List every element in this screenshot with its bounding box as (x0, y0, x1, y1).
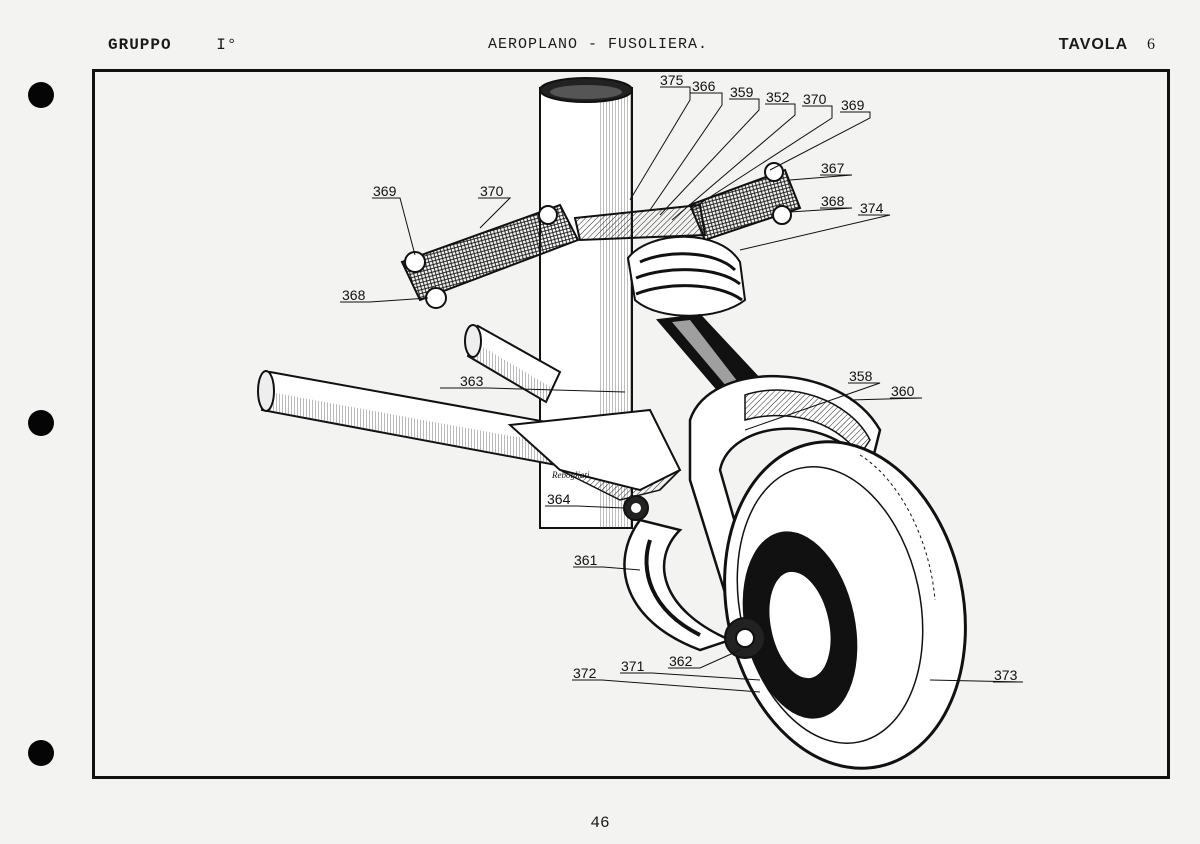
callout-361: 361 (574, 552, 598, 568)
callout-368-left: 368 (342, 287, 366, 303)
binder-hole-middle (28, 410, 54, 436)
callout-352: 352 (766, 89, 790, 105)
callout-373: 373 (994, 667, 1018, 683)
pivot-yoke (573, 203, 707, 242)
binder-hole-top (28, 82, 54, 108)
rocker-arm-left (400, 203, 580, 309)
plate-number: 6 (1147, 36, 1156, 53)
group-label-text: GRUPPO (108, 36, 172, 54)
bracket-shadow (559, 469, 681, 501)
artist-signature: Rebogliati (551, 470, 590, 480)
group-number: I° (216, 36, 238, 54)
callout-360: 360 (891, 383, 915, 399)
callout-366: 366 (692, 78, 716, 94)
callout-371: 371 (621, 658, 645, 674)
page-number: 46 (590, 814, 610, 832)
callout-369-left: 369 (373, 183, 397, 199)
callout-labels: 375 366 359 352 370 369 367 368 374 369 … (342, 72, 1018, 683)
callout-372: 372 (573, 665, 597, 681)
wheel (723, 440, 967, 770)
callout-358: 358 (849, 368, 873, 384)
page-title: AEROPLANO - FUSOLIERA. (488, 36, 709, 53)
group-label: GRUPPO I° (108, 36, 237, 54)
callout-370-left: 370 (480, 183, 504, 199)
callout-364: 364 (547, 491, 571, 507)
callout-375: 375 (660, 72, 684, 88)
callout-359: 359 (730, 84, 754, 100)
callout-362: 362 (669, 653, 693, 669)
callout-367: 367 (821, 160, 845, 176)
rocker-arm-right (688, 162, 802, 242)
callout-370: 370 (803, 91, 827, 107)
leader-lines (340, 86, 1024, 693)
pivot-bolt (623, 495, 649, 521)
callout-363: 363 (460, 373, 484, 389)
plate-label: TAVOLA 6 (1059, 36, 1156, 54)
binder-hole-bottom (28, 740, 54, 766)
callout-368: 368 (821, 193, 845, 209)
callout-374: 374 (860, 200, 884, 216)
axle-nut (724, 617, 766, 659)
plate-label-text: TAVOLA (1058, 36, 1128, 53)
drawing-frame (92, 69, 1170, 779)
horizontal-tube-long (257, 370, 582, 470)
callout-369: 369 (841, 97, 865, 113)
horizontal-tube-short (464, 324, 562, 404)
